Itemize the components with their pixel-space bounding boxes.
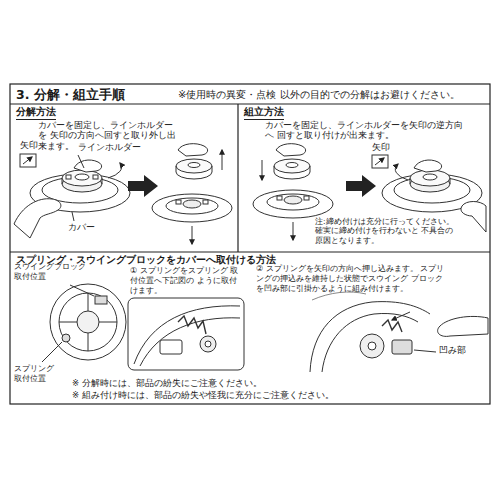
section-title: 3. 分解・組立手順 <box>16 87 125 103</box>
illustration-rect <box>20 154 36 167</box>
illustration-circle <box>77 311 99 333</box>
illustration-ellipse <box>166 198 218 214</box>
caution-note: ※ 分解時には、部品の紛失にご注意ください。 <box>72 378 262 389</box>
illustration-line <box>392 312 410 320</box>
illustration-circle <box>50 284 126 360</box>
illustration-ellipse <box>267 194 319 210</box>
illustration-rect <box>203 200 208 204</box>
disassembly-illustration <box>14 154 130 238</box>
illustration-line <box>72 212 74 221</box>
assembly-photo <box>310 292 488 372</box>
illustration-ellipse <box>284 196 302 204</box>
caution-note: 注:締め付けは充分に行ってください。 確実に締め付けを行わないと 不具合の原因と… <box>315 217 455 245</box>
illustration-rect <box>304 196 309 200</box>
illustration-path <box>276 144 306 156</box>
illustration-ellipse <box>423 174 437 180</box>
illustration-line <box>42 342 62 362</box>
illustration-ellipse <box>188 163 200 168</box>
illustration-path <box>382 320 402 332</box>
illustration-path <box>178 316 206 334</box>
section-heading: 組立方法 <box>244 106 284 120</box>
caution-note: ※ 組み付け時には、部品の紛失や怪我に充分にご注意ください。 <box>72 390 334 401</box>
illustration-path <box>176 172 212 179</box>
illustration-ellipse <box>286 163 298 168</box>
illustration-line <box>414 350 436 352</box>
illustration-path <box>310 302 430 372</box>
illustration-ellipse <box>183 200 201 208</box>
illustration-path <box>274 172 310 179</box>
illustration-ellipse <box>274 159 310 173</box>
illustration-rect <box>277 196 282 200</box>
exploded-illustration <box>152 144 232 244</box>
illustration-circle <box>200 336 216 352</box>
illustration-path <box>438 316 488 336</box>
illustration-line <box>237 104 238 252</box>
illustration-rect <box>66 175 71 179</box>
illustration-path <box>59 293 117 351</box>
illustration-circle <box>205 341 211 347</box>
illustration-line <box>10 251 490 252</box>
warning-note: ※使用時の異変・点検 以外の目的での分解はお避けください。 <box>178 89 460 102</box>
illustration-rect <box>392 340 412 354</box>
illustration-line <box>192 226 193 244</box>
cover-top-view <box>42 284 126 362</box>
step-text: ① スプリングをスプリング 取付位置へ下記図の ように取付けます。 <box>130 266 242 296</box>
illustration-path <box>74 160 102 172</box>
illustration-path <box>395 164 408 180</box>
illustration-path <box>322 313 418 372</box>
illustration-rect <box>128 298 244 370</box>
instruction-text: カバーを固定し、ラインホルダーを矢印の逆方向へ 回すと取り付けが出来ます。 <box>265 120 465 141</box>
part-label: カバー <box>68 222 95 233</box>
step-text: ② スプリングを矢印の方向へ押し込みます。 スプリングの押込みを維持した状態でス… <box>256 264 446 294</box>
position-label: スプリング 取付位置 <box>14 364 62 384</box>
illustration-rect <box>372 155 388 168</box>
illustration-rect <box>95 296 107 304</box>
position-label: スウイングブロック 取付位置 <box>14 262 92 282</box>
illustration-ellipse <box>75 174 89 180</box>
section-heading: 分解方法 <box>16 106 56 120</box>
illustration-path <box>108 163 122 178</box>
illustration-path <box>140 318 240 366</box>
illustration-line <box>70 285 94 296</box>
part-label: ラインホルダー <box>78 142 141 153</box>
illustration-rect <box>10 84 490 404</box>
instruction-section: 組立方法カバーを固定し、ラインホルダーを矢印の逆方向へ 回すと取り付けが出来ます… <box>240 106 488 141</box>
illustration-ellipse <box>62 170 102 186</box>
callout-label: 矢印 <box>20 140 38 151</box>
illustration-line <box>10 103 490 104</box>
spring-detail <box>128 298 244 370</box>
illustration-ellipse <box>176 159 212 173</box>
illustration-circle <box>59 293 117 351</box>
illustration-line <box>222 150 223 170</box>
illustration-path <box>14 199 61 238</box>
illustration-ellipse <box>152 194 232 222</box>
illustration-ellipse <box>410 170 450 186</box>
frame <box>10 84 490 404</box>
illustration-line <box>78 155 84 168</box>
illustration-line <box>293 222 294 240</box>
illustration-path <box>312 292 366 300</box>
part-label: 凹み部 <box>438 345 467 356</box>
illustration-rect <box>93 175 98 179</box>
illustration-path <box>414 160 442 172</box>
step-arrow <box>346 175 376 197</box>
illustration-path <box>461 202 486 233</box>
illustration-path <box>375 158 384 165</box>
illustration-line <box>262 160 263 180</box>
callout-label: 矢印 <box>372 142 390 153</box>
illustration-rect <box>176 200 181 204</box>
illustration-circle <box>360 334 384 358</box>
illustration-path <box>23 157 32 164</box>
step-arrow <box>128 175 158 197</box>
illustration-path <box>134 306 240 364</box>
illustration-rect <box>160 340 182 354</box>
illustration-circle <box>62 334 70 342</box>
illustration-ellipse <box>253 190 333 218</box>
illustration-circle <box>368 342 376 350</box>
illustration-path <box>178 144 208 156</box>
